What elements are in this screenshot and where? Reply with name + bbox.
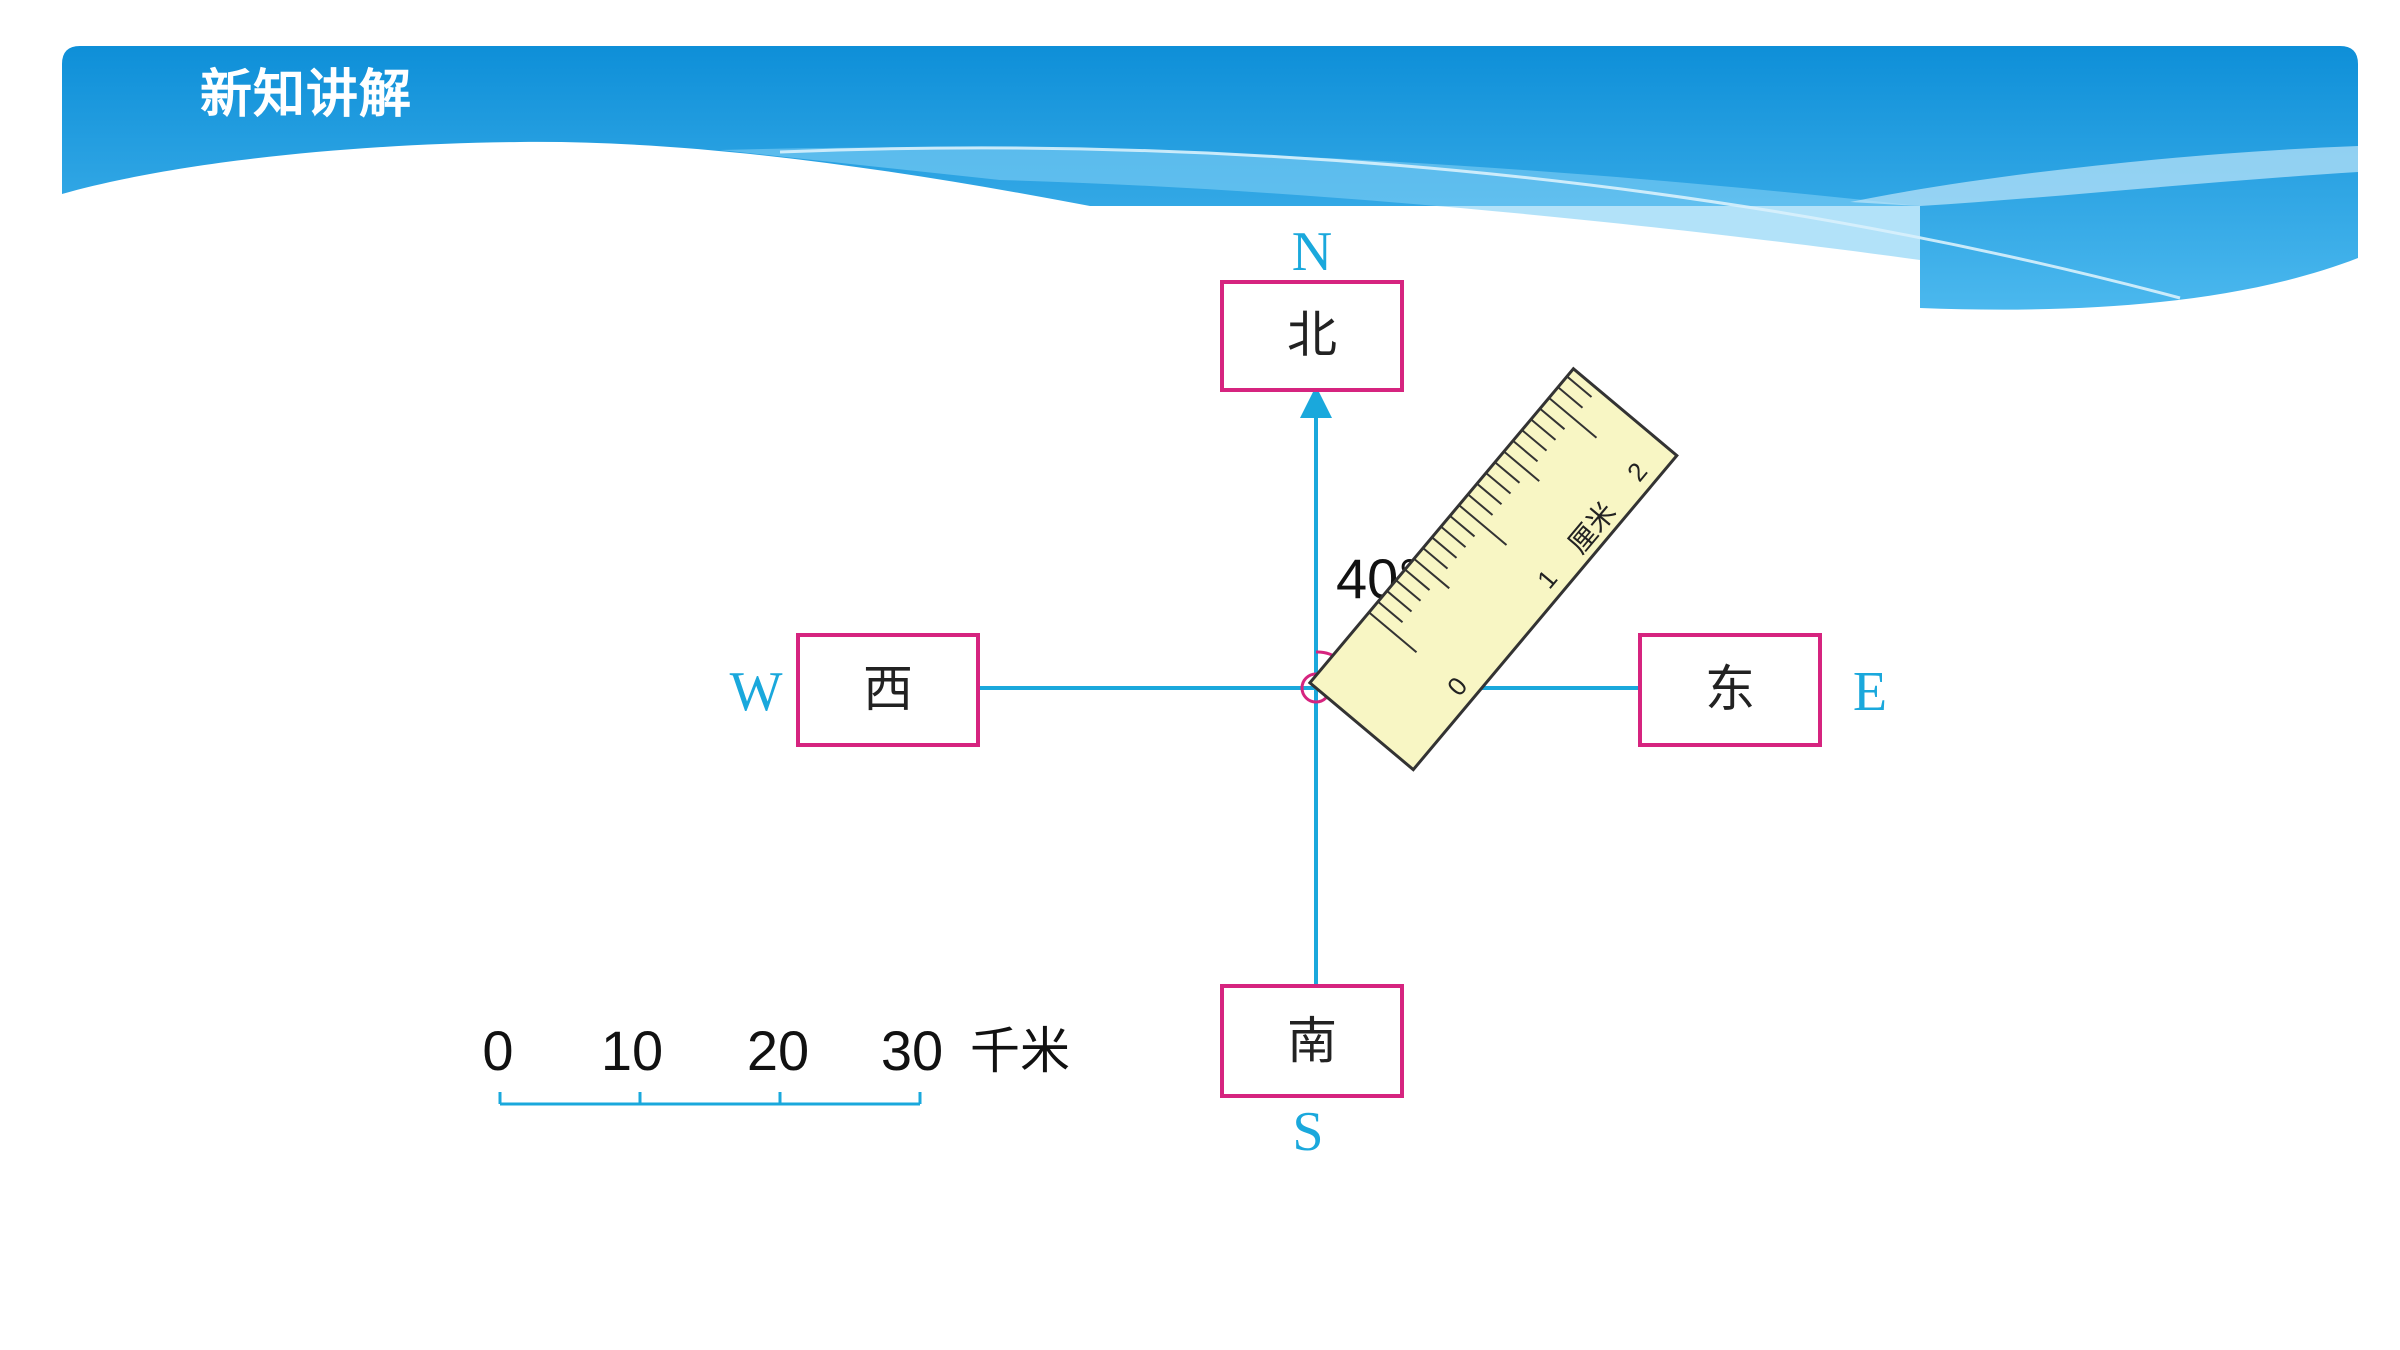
ruler-tick [1386, 590, 1413, 613]
banner-wave-highlight [1850, 146, 2358, 206]
slide-title: 新知讲解 [200, 65, 413, 125]
ruler-tick [1503, 450, 1540, 482]
ruler-tick [1422, 547, 1449, 570]
ruler-tick [1548, 397, 1598, 439]
ruler-tick [1539, 407, 1566, 430]
west-letter: W [730, 661, 783, 723]
header-banner [62, 46, 2358, 310]
north-box [1220, 280, 1404, 392]
scale-label-30: 30 [881, 1019, 943, 1082]
ruler-tick [1476, 482, 1503, 506]
scale-label-0: 0 [482, 1019, 513, 1082]
ruler-tick [1566, 375, 1593, 398]
north-box-label: 北 [1287, 306, 1337, 364]
ruler-tick [1440, 525, 1467, 548]
banner-wave-line [779, 146, 2181, 300]
ruler-ticks [1368, 375, 1598, 654]
west-box-label: 西 [863, 660, 913, 718]
south-letter: S [1292, 1101, 1323, 1163]
banner-wave-light [720, 147, 1920, 260]
ruler-tick [1512, 440, 1539, 463]
ruler-tick [1485, 472, 1512, 495]
west-box [796, 633, 980, 747]
south-box-label: 南 [1287, 1012, 1337, 1070]
scale-unit-label: 千米 [970, 1022, 1070, 1080]
ruler-tick [1467, 493, 1494, 516]
east-box-label: 东 [1705, 660, 1755, 718]
ruler-tick [1413, 557, 1450, 590]
ruler-tick [1458, 504, 1508, 546]
ruler-tick [1449, 515, 1476, 538]
scale-label-10: 10 [601, 1019, 663, 1082]
south-box [1220, 984, 1404, 1098]
ruler-tick [1377, 600, 1404, 623]
east-letter: E [1853, 661, 1887, 723]
ruler-tick [1368, 611, 1418, 654]
north-letter: N [1292, 221, 1332, 283]
ruler-tick [1395, 579, 1422, 602]
ruler-tick [1431, 536, 1458, 559]
ruler-tick [1404, 568, 1431, 591]
scale-bar: 0 10 20 30 千米 [482, 1019, 1070, 1106]
ruler-tick [1557, 386, 1584, 409]
east-box [1638, 633, 1822, 747]
ruler-tick [1494, 461, 1521, 484]
scale-label-20: 20 [747, 1019, 809, 1082]
ruler-tick [1530, 418, 1557, 441]
ruler-body [1307, 366, 1679, 772]
ruler-tick [1521, 429, 1548, 452]
